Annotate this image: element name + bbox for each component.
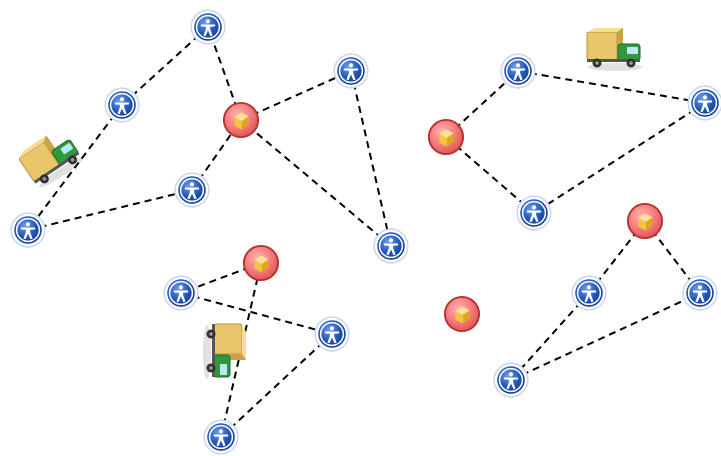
package-icon [443,295,481,333]
person-icon [372,227,410,265]
depot-node-d5 [443,295,481,333]
route-edge-c10-c11 [517,70,706,104]
route-edge-c7-c9 [180,292,333,335]
person-icon [162,274,200,312]
customer-node-c8 [202,418,240,456]
person-icon [499,52,537,90]
depot-node-d4 [242,244,280,282]
route-edge-c2-c5 [27,104,123,231]
truck-icon [15,124,87,192]
customer-node-c5 [9,211,47,249]
customer-node-c15 [492,361,530,399]
person-icon [332,52,370,90]
customer-node-c9 [313,315,351,353]
route-edge-c15-c14 [510,292,701,381]
person-icon [686,84,721,122]
route-edge-c3-c6 [350,70,392,247]
depot-node-d3 [626,202,664,240]
package-icon [222,101,260,139]
person-icon [9,211,47,249]
route-edge-c6-d1 [240,119,392,247]
truck-icon [202,323,246,380]
route-edge-d1-c3 [240,70,352,121]
truck-icon [586,28,643,72]
route-edge-c13-c15 [510,292,590,381]
person-icon [103,86,141,124]
package-icon [626,202,664,240]
person-icon [313,315,351,353]
customer-node-c12 [515,194,553,232]
depot-node-d2 [427,118,465,156]
customer-node-c11 [686,84,721,122]
customer-node-c13 [570,274,608,312]
route-edge-c9-c8 [220,333,333,438]
route-edge-c11-c12 [533,102,706,214]
depot-node-d1 [222,101,260,139]
person-icon [173,171,211,209]
route-edge-c5-c4 [27,189,193,231]
package-icon [242,244,280,282]
customer-node-c6 [372,227,410,265]
person-icon [570,274,608,312]
route-edge-c1-c2 [121,26,209,106]
person-icon [681,274,719,312]
package-icon [427,118,465,156]
person-icon [202,418,240,456]
customer-node-c4 [173,171,211,209]
person-icon [492,361,530,399]
customer-node-c7 [162,274,200,312]
customer-node-c3 [332,52,370,90]
customer-node-c2 [103,86,141,124]
route-edge-c12-d2 [445,136,535,214]
person-icon [515,194,553,232]
customer-node-c1 [189,8,227,46]
customer-node-c14 [681,274,719,312]
customer-node-c10 [499,52,537,90]
person-icon [189,8,227,46]
